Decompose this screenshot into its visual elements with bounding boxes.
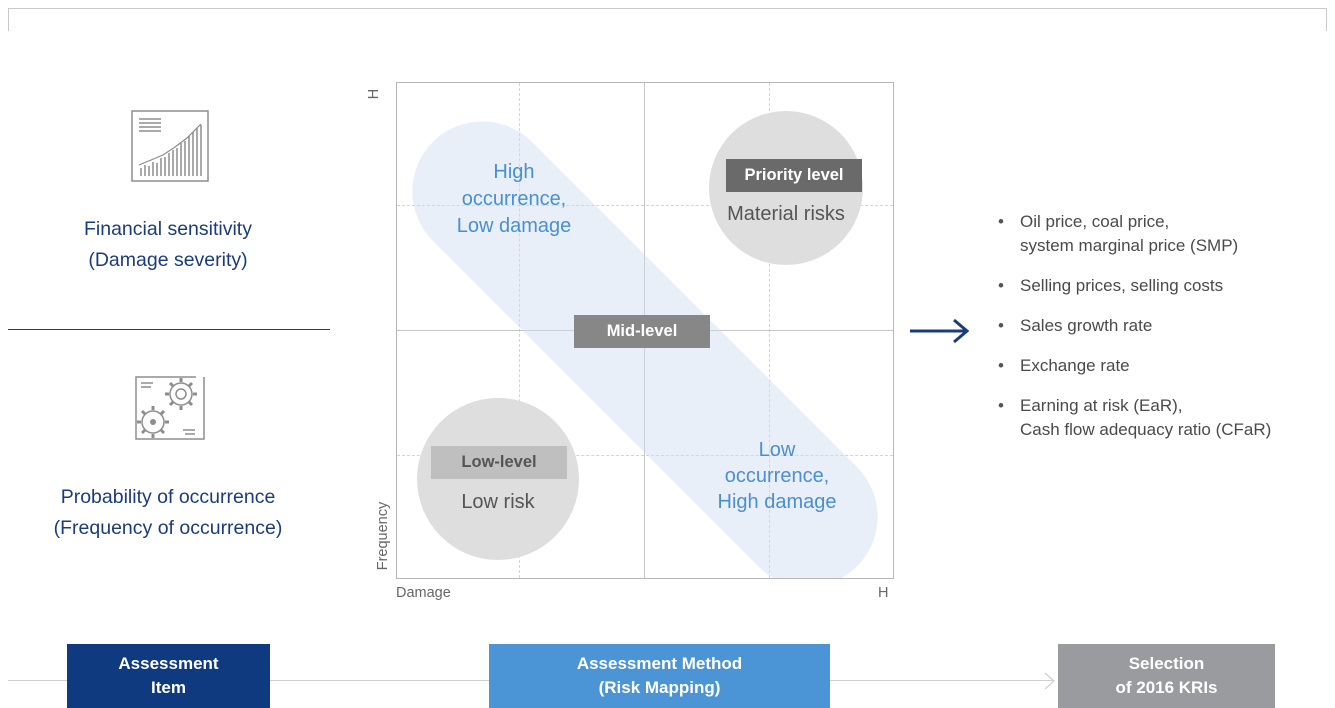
assessment-item-financial: Financial sensitivity (Damage severity): [8, 214, 328, 276]
kri-list: Oil price, coal price, system marginal p…: [988, 210, 1271, 458]
kri-item: Sales growth rate: [988, 314, 1271, 338]
assessment-item-financial-title: Financial sensitivity: [84, 218, 252, 240]
kri-item: Selling prices, selling costs: [988, 274, 1271, 298]
kri-item-line2: system marginal price (SMP): [1020, 236, 1239, 255]
step-assessment-item-line2: Item: [151, 678, 186, 697]
step-assessment-method: Assessment Method (Risk Mapping): [489, 644, 830, 708]
band-top-text: High occurrence, Low damage: [439, 160, 589, 238]
grid-line: [397, 205, 893, 206]
band-top-line2: occurrence,: [461, 188, 567, 210]
band-bottom-line1: Low: [758, 439, 796, 461]
low-risk-label: Low risk: [461, 491, 535, 513]
step-assessment-item: Assessment Item: [67, 644, 270, 708]
step-kri-selection-line1: Selection: [1128, 654, 1205, 673]
assessment-item-probability: Probability of occurrence (Frequency of …: [8, 482, 328, 544]
step-kri-selection-line2: of 2016 KRIs: [1115, 678, 1218, 697]
right-arrow-icon: [910, 318, 972, 349]
x-axis-label: Damage: [396, 585, 451, 601]
assessment-item-financial-subtitle: (Damage severity): [88, 249, 248, 271]
kri-item-line1: Sales growth rate: [1020, 316, 1153, 335]
band-bottom-line3: High damage: [717, 491, 837, 513]
y-axis-high-label: H: [366, 88, 383, 100]
step-assessment-method-line2: (Risk Mapping): [598, 678, 721, 697]
kri-item-line2: Cash flow adequacy ratio (CFaR): [1020, 420, 1272, 439]
band-top-line3: Low damage: [456, 215, 572, 237]
material-risks-label: Material risks: [727, 203, 845, 225]
kri-item-line1: Oil price, coal price,: [1020, 212, 1170, 231]
step-assessment-method-line1: Assessment Method: [576, 654, 743, 673]
priority-level-tag: Priority level: [726, 159, 862, 192]
kri-item-line1: Exchange rate: [1020, 356, 1130, 375]
x-axis-high-label: H: [878, 585, 889, 601]
gears-icon: [131, 370, 209, 450]
assessment-item-probability-title: Probability of occurrence: [60, 486, 276, 508]
band-bottom-line2: occurrence,: [724, 465, 830, 487]
kri-item-line1: Earning at risk (EaR),: [1020, 396, 1183, 415]
mid-level-tag: Mid-level: [574, 315, 710, 348]
step-assessment-item-line1: Assessment: [118, 654, 219, 673]
grid-line: [397, 455, 893, 456]
low-level-tag: Low-level: [431, 446, 567, 479]
risk-map: High occurrence, Low damage Low occurren…: [396, 82, 894, 579]
band-bottom-text: Low occurrence, High damage: [697, 437, 857, 515]
assessment-divider: [8, 329, 330, 330]
assessment-item-probability-subtitle: (Frequency of occurrence): [53, 517, 283, 539]
timeline-chevron-icon: [1044, 672, 1056, 695]
kri-item: Oil price, coal price, system marginal p…: [988, 210, 1271, 258]
kri-item: Earning at risk (EaR), Cash flow adequac…: [988, 394, 1271, 442]
kri-item: Exchange rate: [988, 354, 1271, 378]
page-frame: [8, 8, 1327, 31]
low-risk-circle: [417, 398, 579, 560]
step-kri-selection: Selection of 2016 KRIs: [1058, 644, 1275, 708]
y-axis-label: Frequency: [375, 501, 391, 571]
band-top-line1: High: [493, 161, 535, 183]
financial-chart-icon: [131, 110, 209, 182]
kri-item-line1: Selling prices, selling costs: [1020, 276, 1224, 295]
